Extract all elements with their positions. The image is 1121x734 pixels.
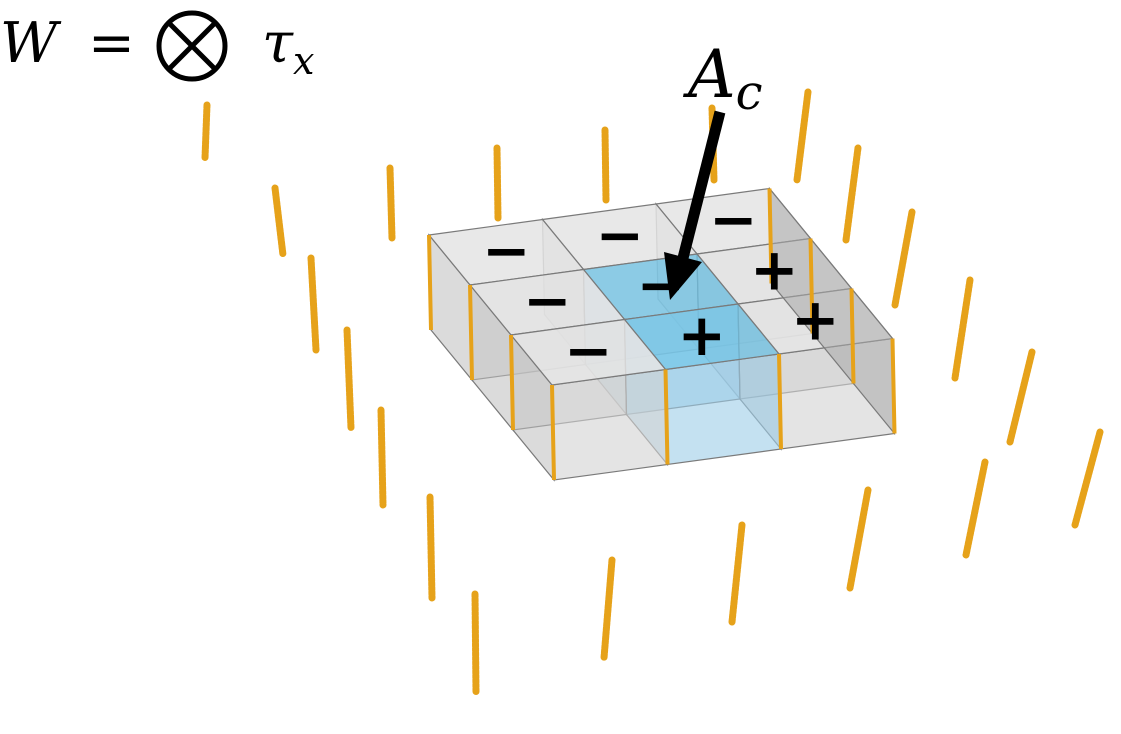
cube-cell bbox=[509, 318, 669, 482]
spin-segment bbox=[728, 521, 746, 626]
spin-segment bbox=[493, 144, 502, 222]
cube-vertical-edge bbox=[509, 334, 515, 431]
spin-segment bbox=[842, 144, 862, 244]
spin-segment bbox=[471, 590, 480, 696]
spin-segment bbox=[962, 458, 989, 559]
spin-segment bbox=[307, 254, 320, 354]
arrow-shaft bbox=[676, 110, 726, 264]
sign-label: − bbox=[564, 316, 613, 384]
cube-vertical-edge bbox=[767, 188, 774, 284]
cube-front-face bbox=[551, 368, 669, 481]
spin-segment bbox=[426, 493, 436, 602]
sign-labels: −−−−−+−++ bbox=[482, 185, 840, 384]
cube-vertical-edge bbox=[550, 384, 556, 481]
sign-label: + bbox=[750, 235, 799, 303]
pointer-arrow bbox=[664, 110, 726, 300]
cube-vertical-edge bbox=[468, 284, 474, 381]
cube-vertical-edge bbox=[777, 353, 783, 450]
spin-segment bbox=[201, 101, 211, 162]
spin-segment bbox=[846, 486, 872, 592]
circle-times-icon bbox=[156, 10, 228, 82]
spin-segment bbox=[601, 126, 610, 204]
spin-segment bbox=[343, 326, 355, 432]
spin-segment bbox=[951, 276, 974, 382]
formula-lhs: W bbox=[0, 11, 62, 76]
sign-label: − bbox=[595, 201, 644, 269]
spin-segment bbox=[377, 406, 387, 509]
cube-vertical-edge bbox=[849, 288, 856, 384]
formula-equals: = bbox=[88, 11, 135, 76]
formula-tau: τx bbox=[262, 11, 314, 83]
spin-segment bbox=[1006, 348, 1036, 446]
cube-vertical-edge bbox=[427, 234, 433, 331]
spin-segment bbox=[271, 184, 287, 259]
arrow-head bbox=[664, 252, 702, 300]
spin-segment bbox=[386, 164, 396, 242]
cube-vertical-edge bbox=[808, 238, 815, 334]
spin-segment bbox=[891, 208, 916, 309]
formula: W = τx bbox=[0, 10, 314, 83]
sign-label: − bbox=[709, 185, 758, 253]
cube-block bbox=[427, 186, 897, 482]
label-a-c: Ac bbox=[682, 36, 763, 121]
spin-segment bbox=[600, 556, 616, 662]
spin-segment bbox=[1071, 428, 1104, 529]
cube-vertical-edge bbox=[663, 369, 670, 465]
sign-label: − bbox=[523, 266, 572, 334]
cube-front-face bbox=[664, 353, 782, 466]
sign-label: − bbox=[482, 216, 531, 284]
spin-segment bbox=[793, 88, 812, 184]
cube-vertical-edge bbox=[890, 338, 897, 434]
sign-label: + bbox=[677, 301, 726, 369]
sign-label: + bbox=[791, 285, 840, 353]
